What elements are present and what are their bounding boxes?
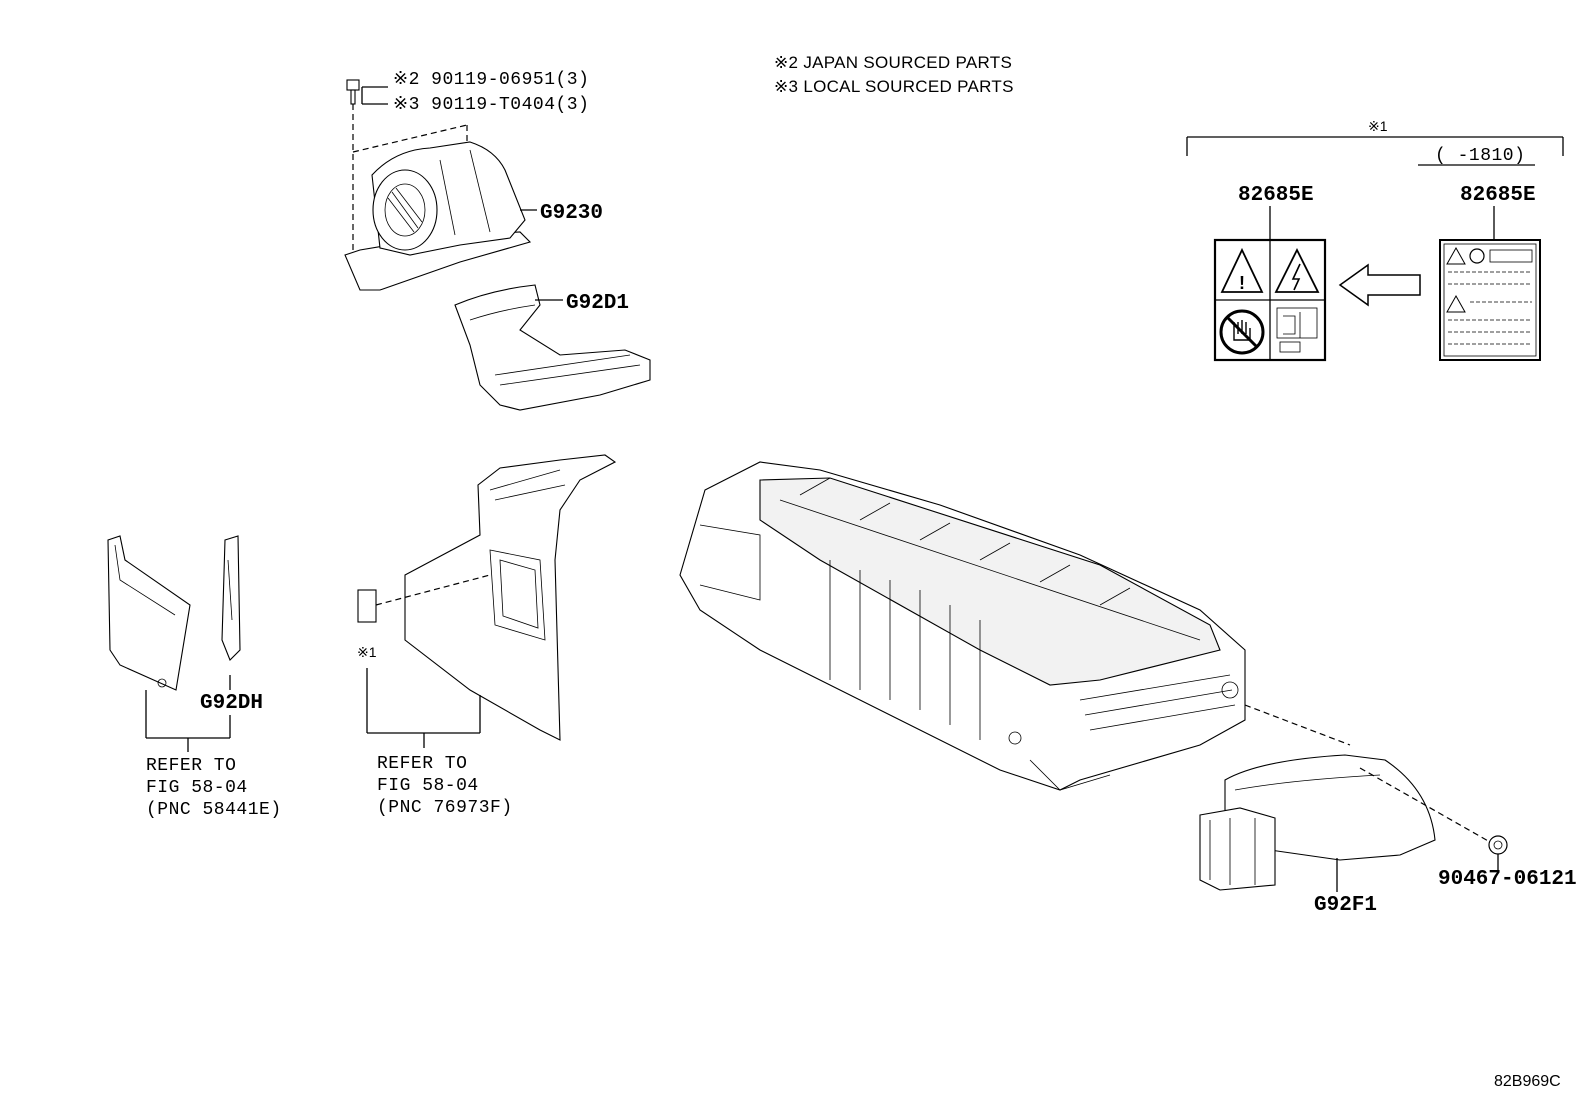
svg-text:!: ! [1239,273,1245,293]
clip-icon[interactable] [1488,835,1508,855]
arrow-left-icon [1338,263,1421,307]
caution-triangle-icon: ! [1220,247,1264,293]
part-label-g9230[interactable]: G9230 [540,202,603,225]
warning-label-old[interactable] [1439,239,1541,361]
label-group-marker: ※1 [1368,118,1388,134]
blower-assembly[interactable] [344,124,537,291]
high-voltage-icon [1274,247,1320,293]
label-group-bracket [1186,136,1564,166]
refer-mid-line1: REFER TO [377,754,467,774]
figure-code: 82B969C [1494,1073,1561,1090]
refer-left-line3: (PNC 58441E) [146,800,282,820]
refer-mid-line3: (PNC 76973F) [377,798,513,818]
part-label-82685e-new[interactable]: 82685E [1238,184,1314,207]
note-japan-sourced: ※2 JAPAN SOURCED PARTS [774,53,1012,72]
hybrid-battery-assembly[interactable] [679,461,1351,791]
left-side-cover[interactable] [107,535,241,691]
bolt-partno-japan: ※2 90119-06951(3) [393,70,589,90]
warning-label-new[interactable]: ! [1213,238,1327,362]
air-duct[interactable] [454,284,651,411]
refer-left-line1: REFER TO [146,756,236,776]
part-label-82685e-old[interactable]: 82685E [1460,184,1536,207]
battery-diagram-icon [1276,307,1318,353]
label-group-range: ( -1810) [1435,146,1525,166]
rear-trim-panel[interactable] [357,454,617,741]
bolt-icon[interactable] [346,79,360,105]
no-touch-icon [1219,309,1265,355]
part-label-90467-06121[interactable]: 90467-06121 [1438,868,1577,891]
note-local-sourced: ※3 LOCAL SOURCED PARTS [774,77,1014,96]
bolt-partno-local: ※3 90119-T0404(3) [393,95,589,115]
trim-marker: ※1 [357,644,377,660]
part-label-g92f1[interactable]: G92F1 [1314,894,1377,917]
part-label-g92d1[interactable]: G92D1 [566,292,629,315]
right-side-cover[interactable] [1199,754,1491,891]
part-label-g92dh[interactable]: G92DH [200,692,263,715]
refer-mid-line2: FIG 58-04 [377,776,479,796]
refer-left-line2: FIG 58-04 [146,778,248,798]
